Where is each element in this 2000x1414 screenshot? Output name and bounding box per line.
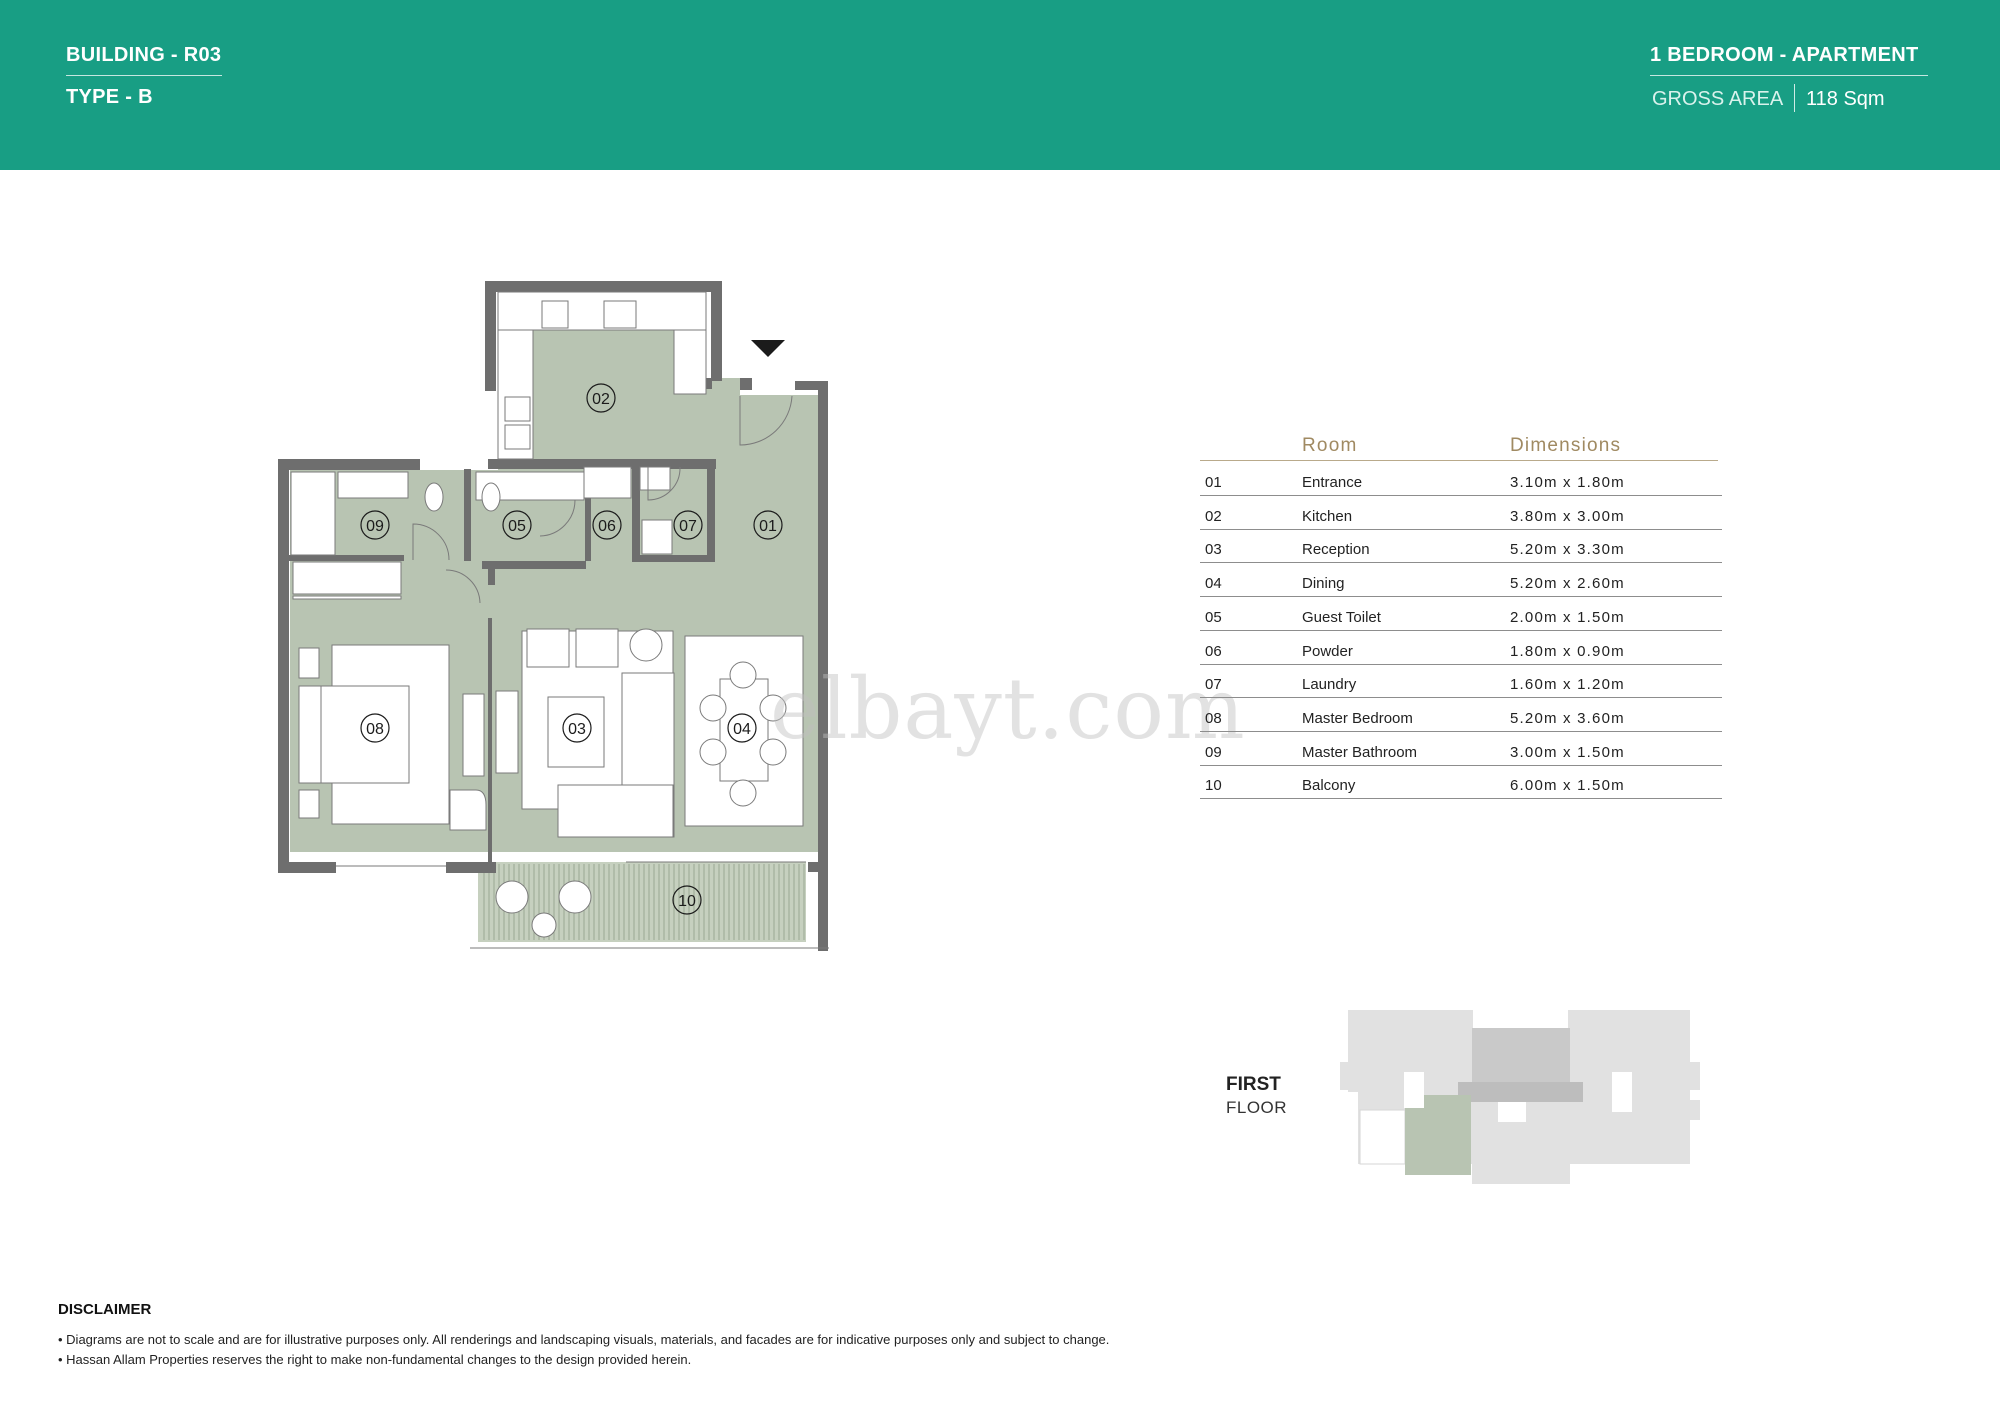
room-dimensions: 5.20m x 3.60m bbox=[1510, 709, 1625, 727]
room-label: 10 bbox=[678, 893, 696, 910]
room-label-circle bbox=[360, 510, 390, 540]
room-number: 10 bbox=[1205, 777, 1222, 795]
table-row: 01 Entrance 3.10m x 1.80m bbox=[1200, 461, 1722, 496]
table-row: 08 Master Bedroom 5.20m x 3.60m bbox=[1200, 697, 1722, 732]
room-name: Guest Toilet bbox=[1302, 608, 1381, 626]
table-row: 10 Balcony 6.00m x 1.50m bbox=[1200, 764, 1722, 800]
gross-area-separator bbox=[1794, 84, 1795, 112]
room-label: 04 bbox=[733, 721, 751, 738]
room-name: Entrance bbox=[1302, 474, 1363, 491]
keyplan-highlighted-unit bbox=[1405, 1095, 1471, 1175]
header-bar: BUILDING - R03 TYPE - B 1 BEDROOM - APAR… bbox=[0, 0, 2000, 170]
table-row: 07 Laundry 1.60m x 1.20m bbox=[1200, 663, 1722, 699]
disclaimer-title: DISCLAIMER bbox=[58, 1301, 152, 1318]
room-label-circle bbox=[672, 885, 702, 915]
room-label: 07 bbox=[679, 518, 697, 535]
room-label: 05 bbox=[508, 518, 526, 535]
room-number: 03 bbox=[1205, 541, 1222, 559]
gross-area-label: GROSS AREA bbox=[1652, 88, 1784, 110]
table-row: 09 Master Bathroom 3.00m x 1.50m bbox=[1200, 731, 1722, 766]
room-number: 06 bbox=[1205, 642, 1222, 660]
room-dimensions: 3.80m x 3.00m bbox=[1510, 507, 1625, 525]
kitchen-counters bbox=[497, 291, 707, 460]
apartment-divider bbox=[1650, 75, 1928, 76]
room-label: 09 bbox=[366, 518, 384, 535]
room-label: 08 bbox=[366, 721, 384, 738]
table-row: 02 Kitchen 3.80m x 3.00m bbox=[1200, 495, 1722, 530]
table-row: 06 Powder 1.80m x 0.90m bbox=[1200, 630, 1722, 665]
keyplan-void bbox=[1498, 1102, 1526, 1122]
room-label-circle bbox=[673, 510, 703, 540]
unit-type: TYPE - B bbox=[66, 86, 153, 108]
keyplan-void bbox=[1612, 1072, 1632, 1112]
room-dimensions: 6.00m x 1.50m bbox=[1510, 777, 1625, 795]
keyplan-unit bbox=[1359, 1109, 1406, 1165]
room-label: 02 bbox=[592, 391, 610, 408]
room-dimensions: 2.00m x 1.50m bbox=[1510, 608, 1625, 626]
keyplan-core bbox=[1472, 1028, 1570, 1090]
room-dimensions: 3.00m x 1.50m bbox=[1510, 743, 1625, 761]
room-label: 01 bbox=[759, 518, 777, 535]
room-label-circle bbox=[727, 713, 757, 743]
room-label-circle bbox=[586, 383, 616, 413]
room-number: 02 bbox=[1205, 507, 1222, 525]
room-name: Master Bedroom bbox=[1302, 709, 1413, 727]
table-row: 05 Guest Toilet 2.00m x 1.50m bbox=[1200, 596, 1722, 631]
keyplan-block bbox=[1690, 1062, 1700, 1090]
room-name: Kitchen bbox=[1302, 507, 1353, 525]
room-label-circle bbox=[753, 510, 783, 540]
room-label-circle bbox=[360, 713, 390, 743]
building-divider bbox=[66, 75, 222, 76]
entrance-arrow-icon bbox=[751, 340, 785, 357]
room-label-circle bbox=[562, 713, 592, 743]
table-header-line bbox=[1200, 460, 1718, 461]
room-label: 03 bbox=[568, 721, 586, 738]
room-number: 04 bbox=[1205, 575, 1222, 593]
room-name: Laundry bbox=[1302, 676, 1357, 694]
keyplan-void bbox=[1404, 1072, 1424, 1108]
table-header-dimensions: Dimensions bbox=[1510, 435, 1622, 456]
room-dimensions: 5.20m x 2.60m bbox=[1510, 575, 1625, 593]
keyplan-block bbox=[1340, 1062, 1350, 1090]
room-number: 09 bbox=[1205, 743, 1222, 761]
wardrobe bbox=[292, 561, 402, 600]
floor-level: FIRST bbox=[1226, 1074, 1281, 1095]
room-name: Balcony bbox=[1302, 777, 1356, 795]
apartment-title: 1 BEDROOM - APARTMENT bbox=[1650, 44, 1919, 66]
room-dimensions: 1.60m x 1.20m bbox=[1510, 676, 1625, 694]
room-labels: 01 02 03 04 05 06 07 08 09 10 bbox=[360, 383, 783, 915]
doors bbox=[336, 395, 806, 867]
room-dimensions: 5.20m x 3.30m bbox=[1510, 541, 1625, 559]
balcony-furniture bbox=[470, 880, 829, 949]
room-number: 01 bbox=[1205, 474, 1222, 491]
room-dimensions: 3.10m x 1.80m bbox=[1510, 474, 1625, 491]
room-name: Reception bbox=[1302, 541, 1370, 559]
room-dimensions: 1.80m x 0.90m bbox=[1510, 642, 1625, 660]
building-title: BUILDING - R03 bbox=[66, 44, 222, 66]
walls bbox=[278, 281, 828, 951]
room-name: Dining bbox=[1302, 575, 1345, 593]
room-name: Master Bathroom bbox=[1302, 743, 1418, 761]
room-label: 06 bbox=[598, 518, 616, 535]
disclaimer-line: • Hassan Allam Properties reserves the r… bbox=[58, 1352, 692, 1367]
disclaimer-line: • Diagrams are not to scale and are for … bbox=[58, 1332, 1110, 1347]
table-header-room: Room bbox=[1302, 435, 1358, 456]
table-row: 03 Reception 5.20m x 3.30m bbox=[1200, 528, 1722, 564]
watermark: elbayt.com bbox=[770, 660, 1246, 758]
floor-label: FLOOR bbox=[1226, 1098, 1288, 1117]
gross-area-value: 118 Sqm bbox=[1806, 88, 1885, 110]
living-furniture bbox=[495, 628, 804, 838]
keyplan-block bbox=[1690, 1100, 1700, 1120]
room-number: 08 bbox=[1205, 709, 1222, 727]
table-row: 04 Dining 5.20m x 2.60m bbox=[1200, 562, 1722, 598]
room-name: Powder bbox=[1302, 642, 1353, 660]
room-label-circle bbox=[502, 510, 532, 540]
bedroom-furniture bbox=[298, 644, 487, 831]
room-label-circle bbox=[592, 510, 622, 540]
room-number: 05 bbox=[1205, 608, 1222, 626]
keyplan-corridor bbox=[1458, 1082, 1583, 1102]
room-number: 07 bbox=[1205, 676, 1222, 694]
